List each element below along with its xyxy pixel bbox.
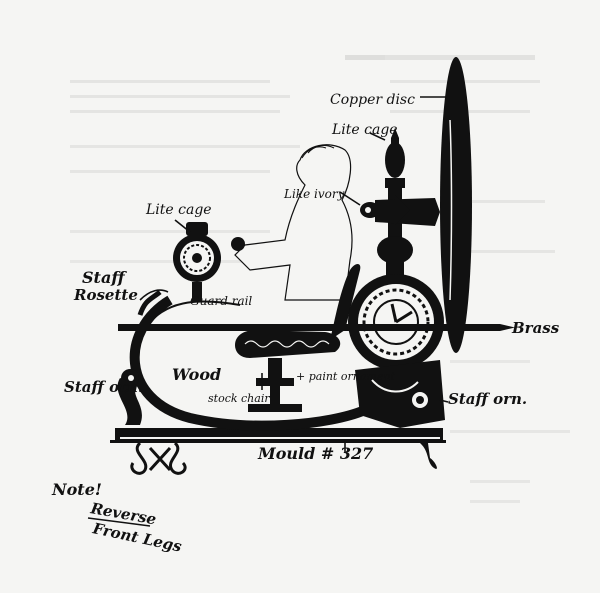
- label-lite-cage-top: Lite cage: [331, 122, 398, 138]
- lite-cage-left: [173, 222, 221, 302]
- label-stock-chair: stock chair: [208, 392, 270, 405]
- curved-frame: [129, 290, 367, 431]
- label-staff: Staff: [82, 268, 127, 287]
- label-wood: Wood: [172, 365, 221, 384]
- note-underline: [87, 517, 151, 527]
- chair-pattern: [244, 340, 330, 348]
- machine-body-right: [355, 360, 445, 428]
- operator-figure: [231, 144, 353, 301]
- guard-rail-line: [149, 300, 241, 323]
- staff-ornament-left: [117, 369, 142, 425]
- copper-disc: [440, 57, 472, 353]
- back-leg: [420, 443, 437, 469]
- label-staff-orn-left: Staff orn.: [64, 378, 143, 396]
- label-guard-rail: Guard rail: [190, 294, 252, 308]
- label-like-ivory: Like ivory: [283, 187, 345, 201]
- label-brass: Brass: [511, 319, 560, 337]
- label-copper-disc: Copper disc: [330, 92, 415, 108]
- label-paint-ornament: + paint ornament: [296, 370, 395, 383]
- bleed-through-text: [70, 55, 570, 503]
- front-legs: [130, 441, 187, 475]
- label-lite-cage-left: Lite cage: [145, 202, 212, 218]
- rosette-wheel: [348, 274, 444, 370]
- label-rosette: Rosette: [73, 286, 138, 304]
- label-staff-orn-right: Staff orn.: [448, 390, 527, 408]
- pointer-lines: [124, 96, 505, 452]
- base-platform: [110, 428, 446, 443]
- brass-rail: [118, 324, 515, 331]
- note-line-1: Note!: [51, 480, 102, 499]
- stock-chair: [235, 264, 361, 412]
- label-mould-number: Mould # 327: [257, 444, 373, 463]
- ivory-hub: [360, 195, 440, 226]
